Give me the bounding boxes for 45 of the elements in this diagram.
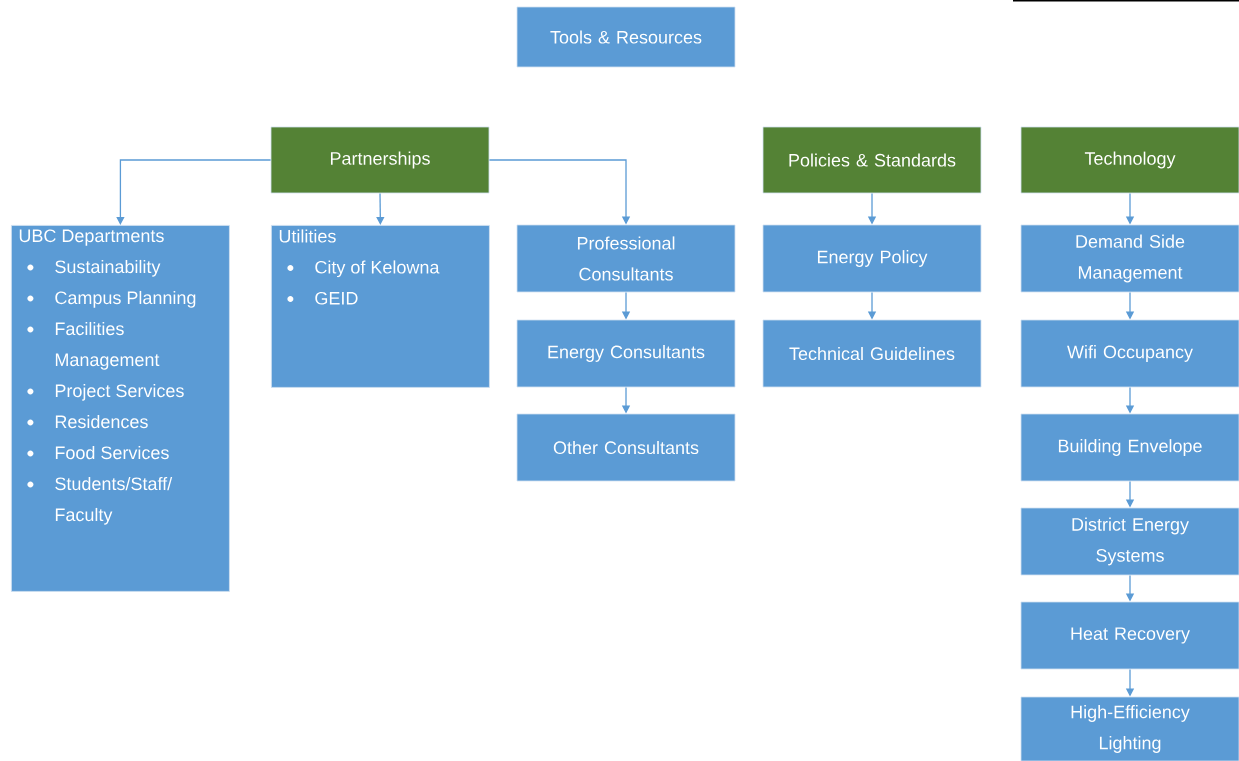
item-box — [516, 413, 736, 482]
item-box — [1020, 696, 1239, 761]
item-box — [762, 319, 982, 388]
item-box — [1020, 507, 1239, 576]
box-label: Technology — [1084, 151, 1176, 169]
item-box — [1020, 601, 1239, 670]
list-item: GEID — [287, 291, 358, 305]
list-box — [11, 225, 230, 592]
category-box — [1020, 126, 1239, 194]
item-box — [762, 224, 982, 293]
box-label: Energy Consultants — [548, 345, 705, 362]
box-label: Other Consultants — [553, 440, 699, 455]
item-box — [1020, 413, 1239, 482]
box-label: Heat Recovery — [1071, 627, 1190, 644]
box-label: Professional Consultants — [577, 236, 675, 281]
arrow — [116, 159, 272, 225]
list-heading: UBC Departments — [19, 229, 164, 246]
box-label: Demand Side Management — [1076, 234, 1185, 283]
list-item: City of Kelowna — [287, 260, 440, 278]
item-box — [516, 6, 736, 68]
item-box — [516, 319, 736, 388]
box-label: Partnerships — [330, 151, 430, 169]
list-item: Sustainability — [27, 259, 161, 277]
list-item: Project Services — [27, 383, 184, 401]
arrow — [376, 192, 385, 225]
list-item: Students/Staff/Faculty — [27, 476, 173, 525]
list-heading: Utilities — [279, 229, 336, 243]
list-box — [271, 225, 490, 388]
box-label: Technical Guidelines — [789, 346, 955, 361]
list-item: Facilities Management — [27, 321, 160, 370]
box-label: Energy Policy — [817, 250, 928, 267]
box-label: Wifi Occupancy — [1067, 345, 1193, 362]
box-label: Building Envelope — [1058, 439, 1202, 456]
box-label: District Energy Systems — [1072, 517, 1189, 566]
list-item: Residences — [27, 414, 148, 429]
item-box — [1020, 224, 1239, 293]
box-label: Policies & Standards — [789, 153, 956, 167]
item-box — [516, 224, 736, 293]
list-item: Campus Planning — [27, 290, 196, 308]
list-item: Food Services — [27, 445, 169, 460]
category-box — [762, 126, 982, 194]
category-box — [270, 126, 490, 194]
item-box — [1020, 319, 1239, 388]
box-label: High-Efficiency Lighting — [1071, 705, 1190, 753]
box-label: Tools & Resources — [550, 30, 702, 44]
